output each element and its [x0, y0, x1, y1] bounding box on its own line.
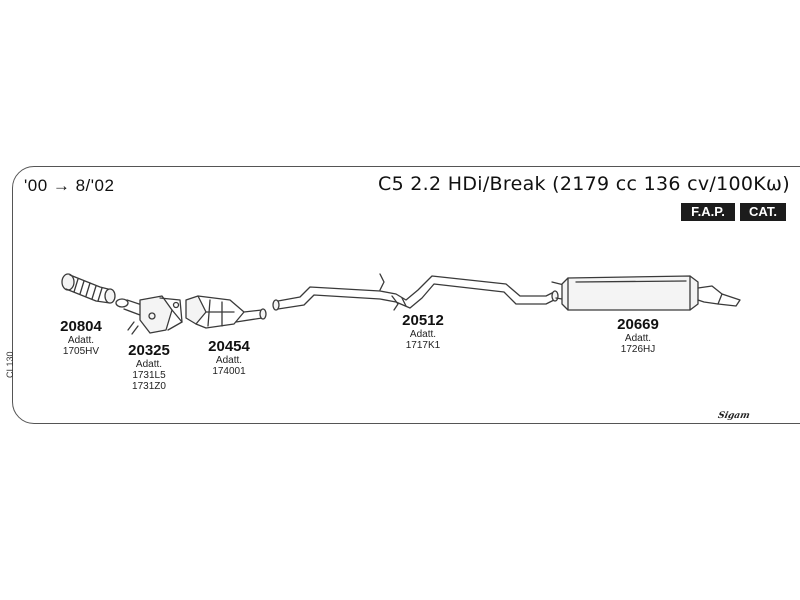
part-code-20325: 20325 — [128, 342, 170, 359]
part-code-20512: 20512 — [402, 312, 444, 329]
cat-badge: CAT. — [740, 203, 786, 221]
diagram-frame — [12, 166, 800, 424]
intermediate-pipe-part — [272, 273, 559, 311]
vehicle-model-title: C5 2.2 HDi/Break (2179 cc 136 cv/100Kω) — [378, 173, 790, 195]
brand-logo: Sigam — [716, 411, 751, 421]
part-code-20804: 20804 — [60, 318, 102, 335]
part-note-20804-label: Adatt. — [67, 335, 95, 346]
part-code-20669: 20669 — [617, 316, 659, 333]
part-code-20454: 20454 — [208, 338, 250, 355]
part-note-20669-label: Adatt. — [624, 333, 652, 344]
part-note-20454-ref: 174001 — [212, 366, 246, 377]
part-note-20804-ref: 1705HV — [62, 346, 100, 357]
part-note-20325-label: Adatt. — [135, 359, 163, 370]
production-date-range: '00 → 8/'02 — [24, 176, 115, 195]
part-note-20454-label: Adatt. — [215, 355, 243, 366]
part-note-20325-ref-a: 1731L5 — [132, 370, 166, 381]
catalytic-converter-part — [185, 295, 267, 329]
part-note-20325-ref-b: 1731Z0 — [132, 381, 166, 392]
downpipe-filter-part — [115, 295, 183, 335]
catalog-side-code: CI 130 — [5, 351, 15, 378]
front-flex-pipe-part — [61, 273, 116, 304]
part-note-20512-label: Adatt. — [409, 329, 437, 340]
fap-badge: F.A.P. — [681, 203, 735, 221]
part-note-20512-ref: 1717K1 — [405, 340, 441, 351]
part-note-20669-ref: 1726HJ — [620, 344, 656, 355]
rear-silencer-part — [551, 275, 741, 311]
